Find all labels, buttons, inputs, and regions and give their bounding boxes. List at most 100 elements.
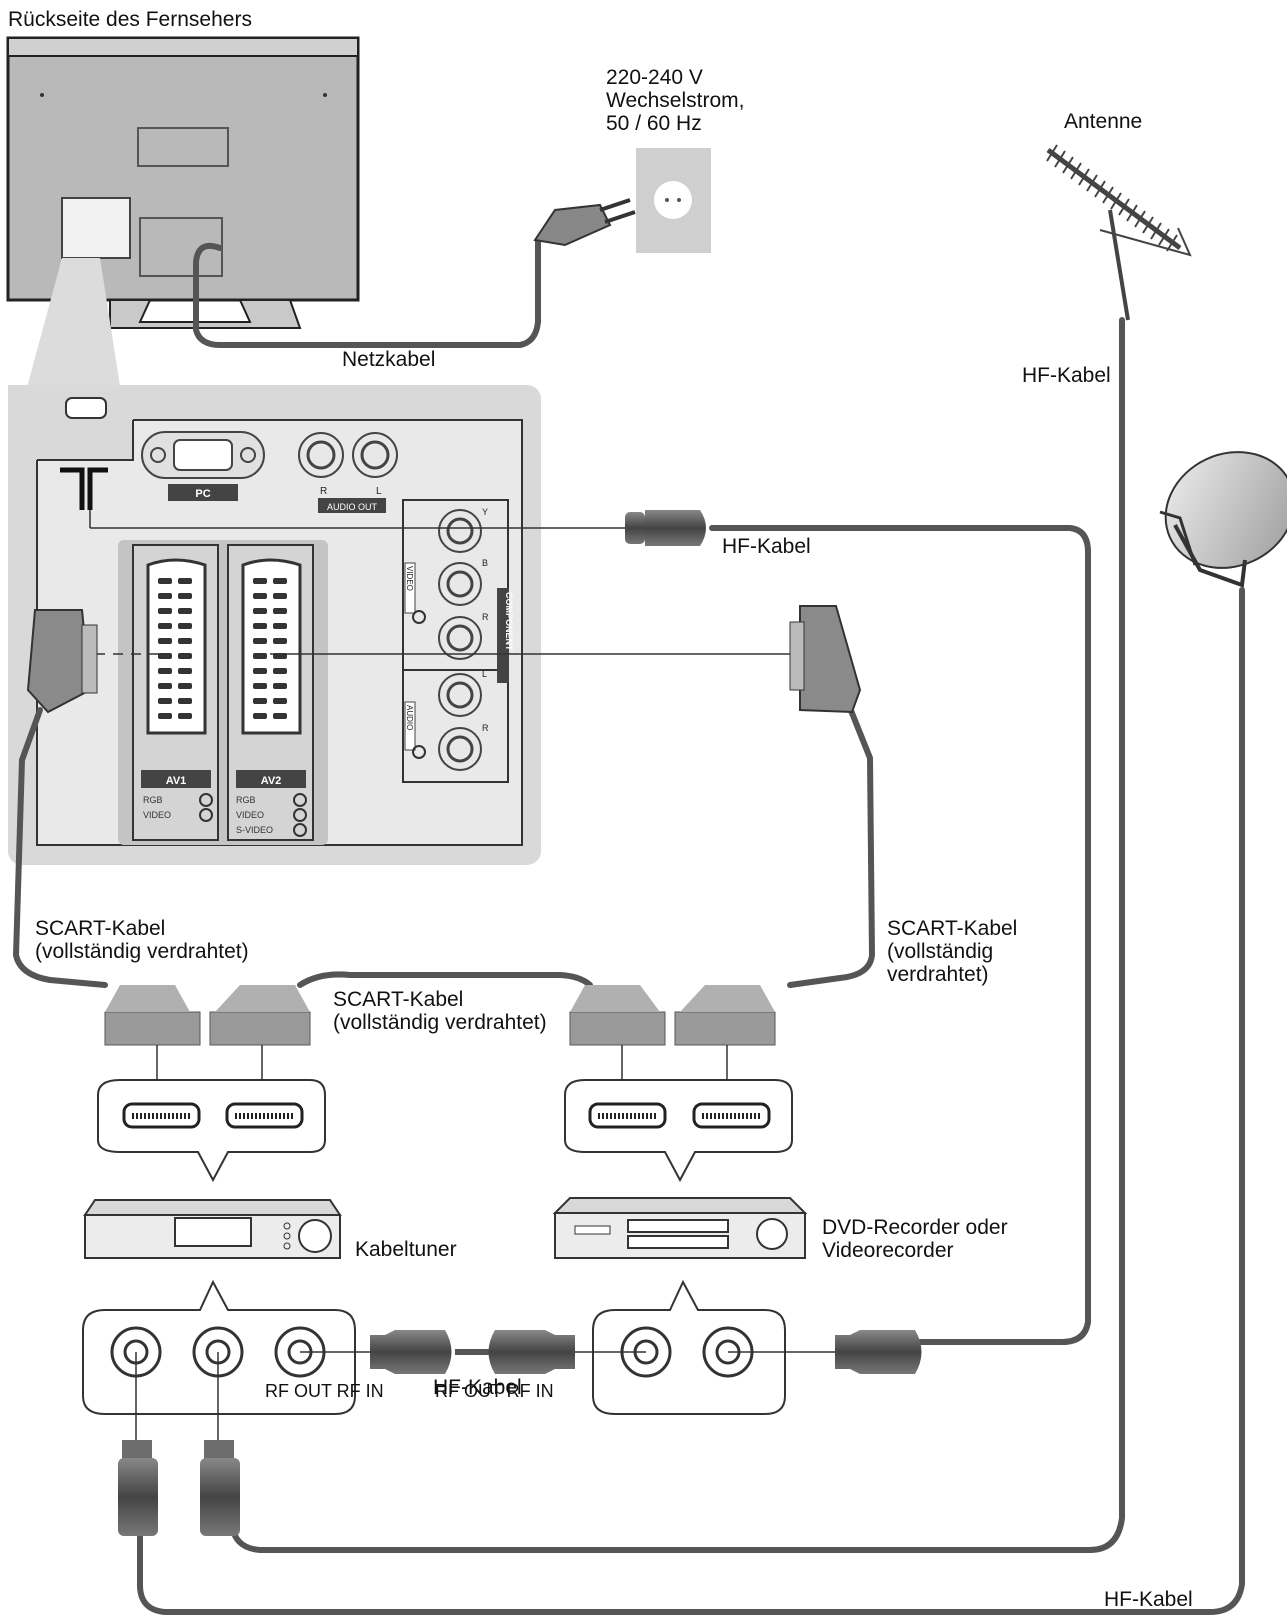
jack-pr: R xyxy=(482,612,489,622)
audio-out-l: L xyxy=(376,486,382,497)
antenna-element xyxy=(1094,180,1106,198)
scart-pin xyxy=(178,713,192,719)
rf-plug-recorder-in xyxy=(835,1330,922,1374)
scart-pin xyxy=(253,653,267,659)
mains-voltage-label: 220-240 V Wechselstrom, 50 / 60 Hz xyxy=(606,66,745,135)
av2-scart-socket xyxy=(227,544,314,841)
antenna-element xyxy=(1150,222,1162,240)
rf-patch-cable xyxy=(370,1330,646,1374)
scart-pin xyxy=(178,608,192,614)
rf-cable-bottom-label: HF-Kabel xyxy=(1104,1588,1193,1611)
rf-cable-bottom-mid-label: HF-Kabel xyxy=(433,1376,522,1399)
scart-plug-panel-right xyxy=(789,605,862,714)
scart-pin xyxy=(178,578,192,584)
scart-pin xyxy=(253,593,267,599)
antenna-element xyxy=(1070,162,1082,180)
scart-pin xyxy=(158,578,172,584)
scart-pin xyxy=(273,593,287,599)
av2-label: AV2 xyxy=(261,775,282,787)
av2-signal-svideo: S-VIDEO xyxy=(236,825,273,835)
scart-cable-right-label: SCART-Kabel (vollständig verdrahtet) xyxy=(887,917,1018,986)
tuner-ports-label: RF OUT RF IN xyxy=(265,1381,384,1401)
scart-pin xyxy=(158,623,172,629)
av1-label: AV1 xyxy=(166,775,187,787)
av1-scart-socket xyxy=(132,544,219,841)
scart-pin xyxy=(158,713,172,719)
jack-y: Y xyxy=(482,507,488,517)
scart-pin xyxy=(253,623,267,629)
dvd-recorder-device xyxy=(552,1197,808,1259)
antenna-element xyxy=(1142,216,1154,234)
dvd-recorder-label: DVD-Recorder oder Videorecorder xyxy=(822,1216,1008,1262)
antenna-element xyxy=(1086,174,1098,192)
antenna-element xyxy=(1118,198,1130,216)
scart-cable-right xyxy=(787,705,875,988)
antenna-element xyxy=(1110,192,1122,210)
audio-side-label: AUDIO xyxy=(405,705,414,730)
antenna-element xyxy=(1158,228,1170,246)
scart-pin xyxy=(253,683,267,689)
rf-plugs-tuner xyxy=(118,1440,240,1536)
scart-pin xyxy=(273,638,287,644)
audio-out-label: AUDIO OUT xyxy=(327,502,378,512)
scart-pin xyxy=(273,578,287,584)
scart-pin xyxy=(178,593,192,599)
scart-pin xyxy=(158,638,172,644)
rf-cable-antenna-label: HF-Kabel xyxy=(1022,364,1111,387)
jack-r: R xyxy=(482,723,489,733)
scart-pin xyxy=(273,683,287,689)
scart-pin xyxy=(273,698,287,704)
antenna-icon xyxy=(1046,144,1192,321)
rf-plug-top xyxy=(625,510,706,546)
satellite-dish-icon xyxy=(1159,451,1287,588)
power-cable xyxy=(193,237,541,348)
tuner-scart-callout xyxy=(97,1079,326,1183)
cable-tuner-label: Kabeltuner xyxy=(355,1238,457,1261)
scart-cable-left xyxy=(13,707,108,988)
scart-pin xyxy=(178,698,192,704)
scart-pin xyxy=(158,653,172,659)
power-plug xyxy=(533,198,636,247)
av1-signal-video: VIDEO xyxy=(143,810,171,820)
scart-cable-middle xyxy=(297,971,593,988)
scart-pin xyxy=(158,683,172,689)
scart-pin xyxy=(158,593,172,599)
scart-pin xyxy=(253,608,267,614)
audio-out-jacks xyxy=(298,432,398,478)
connector-panel: PC R L AUDIO OUT Y B R L R COMPONENT VID… xyxy=(8,385,541,865)
scart-pin xyxy=(178,668,192,674)
av1-signal-rgb: RGB xyxy=(143,795,163,805)
rf-cable-panel-label: HF-Kabel xyxy=(722,535,811,558)
jack-pb: B xyxy=(482,558,488,568)
antenna-element xyxy=(1062,156,1074,174)
component-jacks xyxy=(438,509,482,771)
tv-back xyxy=(6,36,360,329)
wall-socket xyxy=(636,148,711,253)
scart-pin xyxy=(253,698,267,704)
av2-signal-rgb: RGB xyxy=(236,795,256,805)
antenna-input-socket xyxy=(65,397,107,419)
antenna-element xyxy=(1126,204,1138,222)
recorder-rf-callout xyxy=(592,1279,786,1415)
audio-out-r: R xyxy=(320,486,327,497)
antenna-element xyxy=(1134,210,1146,228)
scart-cable-left-label: SCART-Kabel (vollständig verdrahtet) xyxy=(35,917,249,963)
scart-pin xyxy=(253,578,267,584)
video-side-label: VIDEO xyxy=(405,566,414,591)
scart-pin xyxy=(178,638,192,644)
recorder-scart-callout xyxy=(564,1079,793,1183)
scart-pin xyxy=(273,623,287,629)
scart-pin xyxy=(178,683,192,689)
antenna-element xyxy=(1054,150,1066,168)
antenna-input-symbol xyxy=(60,467,108,510)
scart-pin xyxy=(273,713,287,719)
scart-pin xyxy=(178,623,192,629)
tv-back-label: Rückseite des Fernsehers xyxy=(8,8,252,31)
scart-pin xyxy=(253,713,267,719)
scart-pin xyxy=(158,668,172,674)
scart-cable-middle-label: SCART-Kabel (vollständig verdrahtet) xyxy=(333,988,547,1034)
pc-label: PC xyxy=(195,488,210,500)
scart-plug-panel-left xyxy=(26,609,98,714)
scart-pin xyxy=(273,668,287,674)
